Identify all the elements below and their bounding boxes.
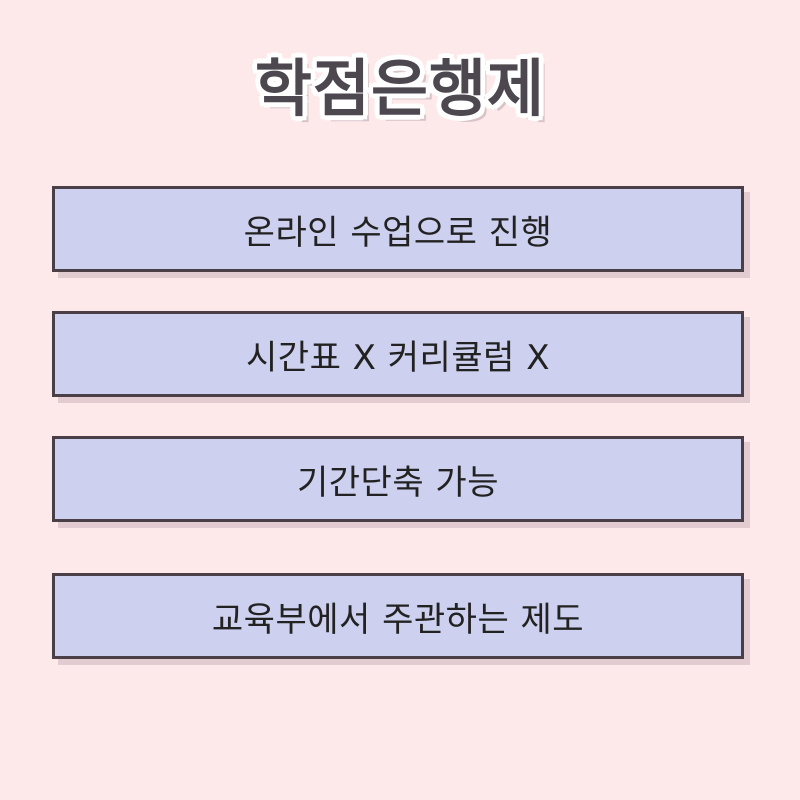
feature-box-no-schedule: 시간표 X 커리큘럼 X [52, 311, 744, 397]
feature-label: 기간단축 가능 [297, 462, 499, 503]
feature-box-shortened-period: 기간단축 가능 [52, 436, 744, 522]
feature-label: 온라인 수업으로 진행 [243, 212, 553, 253]
feature-label: 교육부에서 주관하는 제도 [211, 599, 585, 640]
feature-box-online-classes: 온라인 수업으로 진행 [52, 186, 744, 272]
page-title: 학점은행제 [254, 52, 546, 125]
feature-label: 시간표 X 커리큘럼 X [246, 337, 550, 378]
feature-box-ministry-system: 교육부에서 주관하는 제도 [52, 573, 744, 659]
